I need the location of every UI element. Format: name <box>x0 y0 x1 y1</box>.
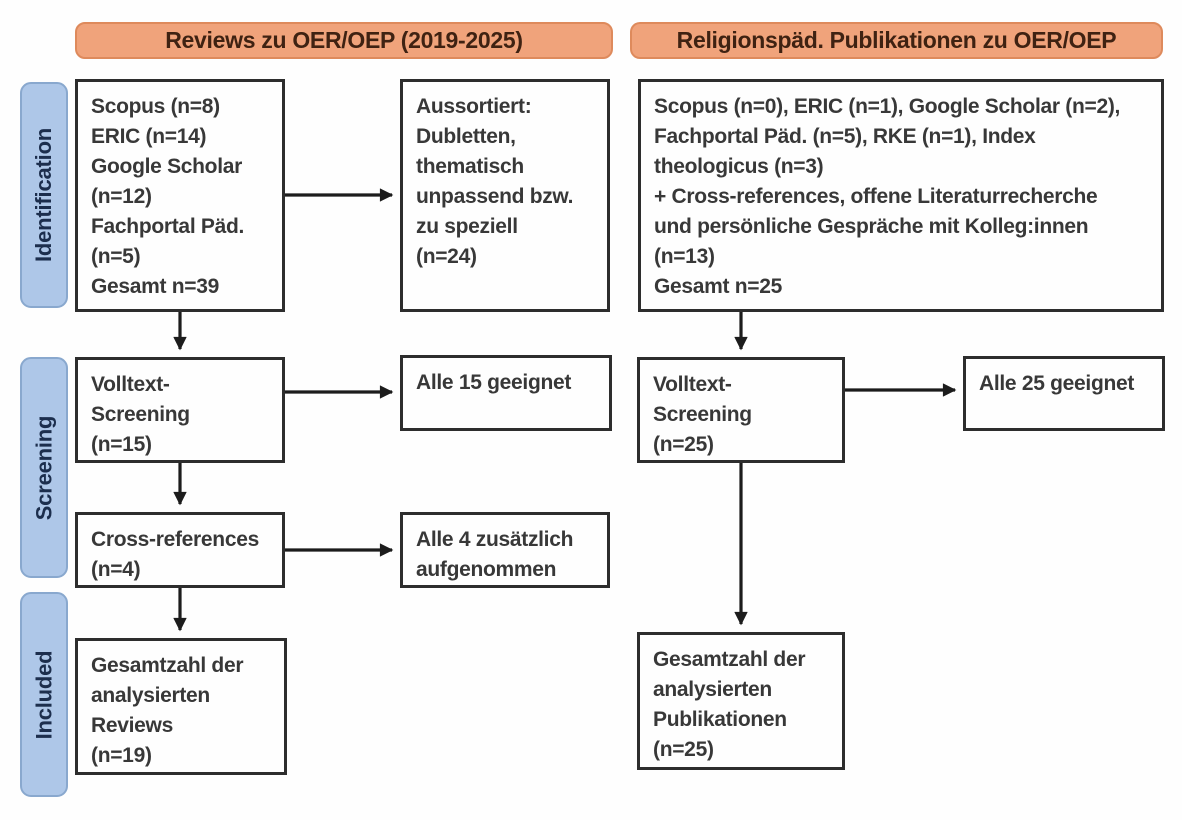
box-text-line: thematisch <box>416 155 524 178</box>
box-alle-15-geeignet: Alle 15 geeignet <box>400 355 612 431</box>
box-text-line: analysierten <box>653 678 772 701</box>
box-text-line: Gesamtzahl der <box>653 648 806 671</box>
box-sources-religionspaed: Scopus (n=0), ERIC (n=1), Google Scholar… <box>638 79 1164 312</box>
box-text-line: Google Scholar <box>91 155 242 178</box>
box-text-line: ERIC (n=14) <box>91 125 207 148</box>
box-aussortiert: Aussortiert: Dubletten, thematisch unpas… <box>400 79 610 312</box>
box-text-line: Alle 25 geeignet <box>979 372 1135 395</box>
box-text-line: und persönliche Gespräche mit Kolleg:inn… <box>654 215 1089 238</box>
box-gesamtzahl-publikationen: Gesamtzahl der analysierten Publikatione… <box>637 632 845 770</box>
column-header-religionspaed-label: Religionspäd. Publikationen zu OER/OEP <box>676 27 1117 53</box>
box-text-line: (n=25) <box>653 738 714 761</box>
box-text-line: aufgenommen <box>416 558 557 581</box>
box-text-line: analysierten <box>91 684 210 707</box>
box-gesamtzahl-reviews: Gesamtzahl der analysierten Reviews (n=1… <box>75 638 287 775</box>
stage-label-identification: Identification <box>20 82 68 308</box>
box-text-line: Gesamt n=25 <box>654 275 783 298</box>
stage-label-included: Included <box>20 592 68 797</box>
box-text-line: Gesamtzahl der <box>91 654 244 677</box>
box-text-line: Scopus (n=0), ERIC (n=1), Google Scholar… <box>654 95 1121 118</box>
box-volltext-screening-publikationen: Volltext- Screening (n=25) <box>637 357 845 463</box>
stage-label-screening-text: Screening <box>31 415 57 520</box>
box-text-line: theologicus (n=3) <box>654 155 824 178</box>
box-text-line: Aussortiert: <box>416 95 532 118</box>
column-header-religionspaed: Religionspäd. Publikationen zu OER/OEP <box>630 22 1163 59</box>
column-header-reviews: Reviews zu OER/OEP (2019-2025) <box>75 22 613 59</box>
box-cross-references: Cross-references (n=4) <box>75 512 285 588</box>
box-text-line: Fachportal Päd. <box>91 215 245 238</box>
box-text-line: (n=15) <box>91 433 152 456</box>
box-volltext-screening-reviews: Volltext- Screening (n=15) <box>75 357 285 463</box>
column-header-reviews-label: Reviews zu OER/OEP (2019-2025) <box>165 27 523 53</box>
box-alle-4-zusaetzlich: Alle 4 zusätzlich aufgenommen <box>400 512 610 588</box>
box-sources-reviews: Scopus (n=8) ERIC (n=14) Google Scholar … <box>75 79 285 312</box>
box-text-line: (n=12) <box>91 185 152 208</box>
box-text-line: (n=19) <box>91 744 152 767</box>
box-text-line: Alle 4 zusätzlich <box>416 528 574 551</box>
box-text-line: (n=5) <box>91 245 141 268</box>
box-text-line: zu speziell <box>416 215 518 238</box>
stage-label-screening: Screening <box>20 357 68 578</box>
box-text-line: Publikationen <box>653 708 787 731</box>
stage-label-included-text: Included <box>31 650 57 739</box>
box-text-line: (n=25) <box>653 433 714 456</box>
box-text-line: unpassend bzw. <box>416 185 574 208</box>
box-text-line: (n=13) <box>654 245 715 268</box>
box-text-line: Scopus (n=8) <box>91 95 220 118</box>
box-text-line: Fachportal Päd. (n=5), RKE (n=1), Index <box>654 125 1036 148</box>
box-text-line: Alle 15 geeignet <box>416 371 572 394</box>
box-text-line: Gesamt n=39 <box>91 275 220 298</box>
box-text-line: Screening <box>91 403 190 426</box>
box-text-line: + Cross-references, offene Literaturrech… <box>654 185 1098 208</box>
box-text-line: Volltext- <box>91 373 170 396</box>
stage-label-identification-text: Identification <box>31 127 56 263</box>
box-text-line: Volltext- <box>653 373 732 396</box>
box-text-line: (n=4) <box>91 558 141 581</box>
box-text-line: (n=24) <box>416 245 477 268</box>
box-text-line: Dubletten, <box>416 125 516 148</box>
box-text-line: Screening <box>653 403 752 426</box>
box-alle-25-geeignet: Alle 25 geeignet <box>963 356 1165 431</box>
box-text-line: Cross-references <box>91 528 259 551</box>
box-text-line: Reviews <box>91 714 173 737</box>
